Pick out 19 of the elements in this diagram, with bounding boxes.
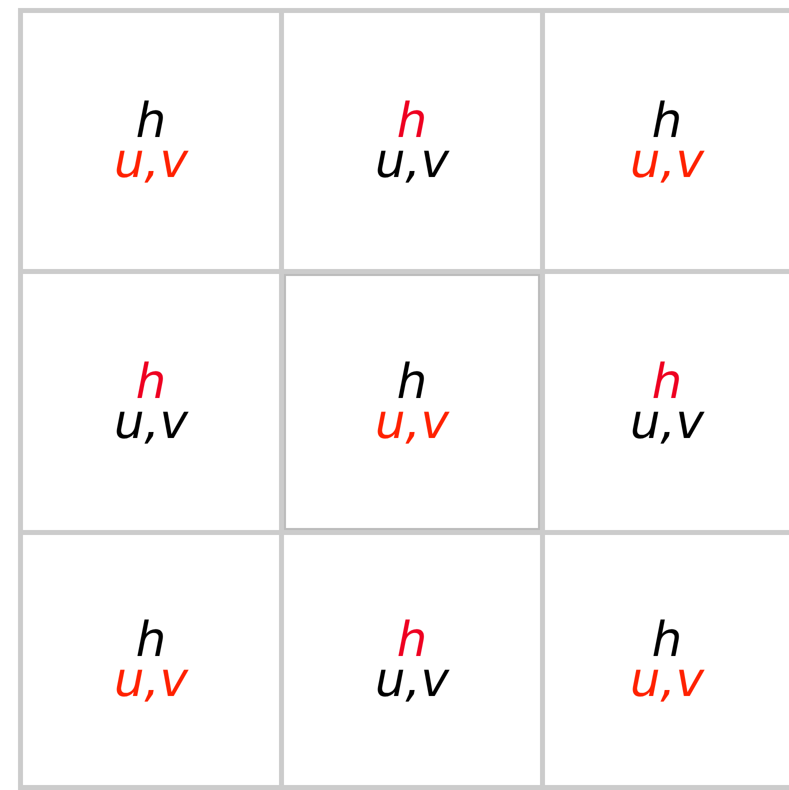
variable-label: u,v [630, 402, 704, 442]
variable-label: h [396, 362, 428, 402]
variable-label: h [136, 362, 166, 402]
variable-label: h [136, 101, 166, 141]
variable-label: u,v [374, 141, 450, 181]
variable-label: h [136, 620, 166, 660]
variable-label: u,v [374, 660, 450, 700]
variable-label: u,v [114, 402, 188, 442]
variable-label: u,v [114, 660, 188, 700]
variable-label: h [652, 362, 682, 402]
variable-label: u,v [630, 660, 704, 700]
variable-label: h [652, 101, 682, 141]
grid-cell [284, 274, 540, 530]
variable-label: u,v [114, 141, 188, 181]
variable-label: u,v [374, 402, 450, 442]
variable-label: h [652, 620, 682, 660]
variable-label: h [396, 101, 428, 141]
variable-label: h [396, 620, 428, 660]
variable-label: u,v [630, 141, 704, 181]
